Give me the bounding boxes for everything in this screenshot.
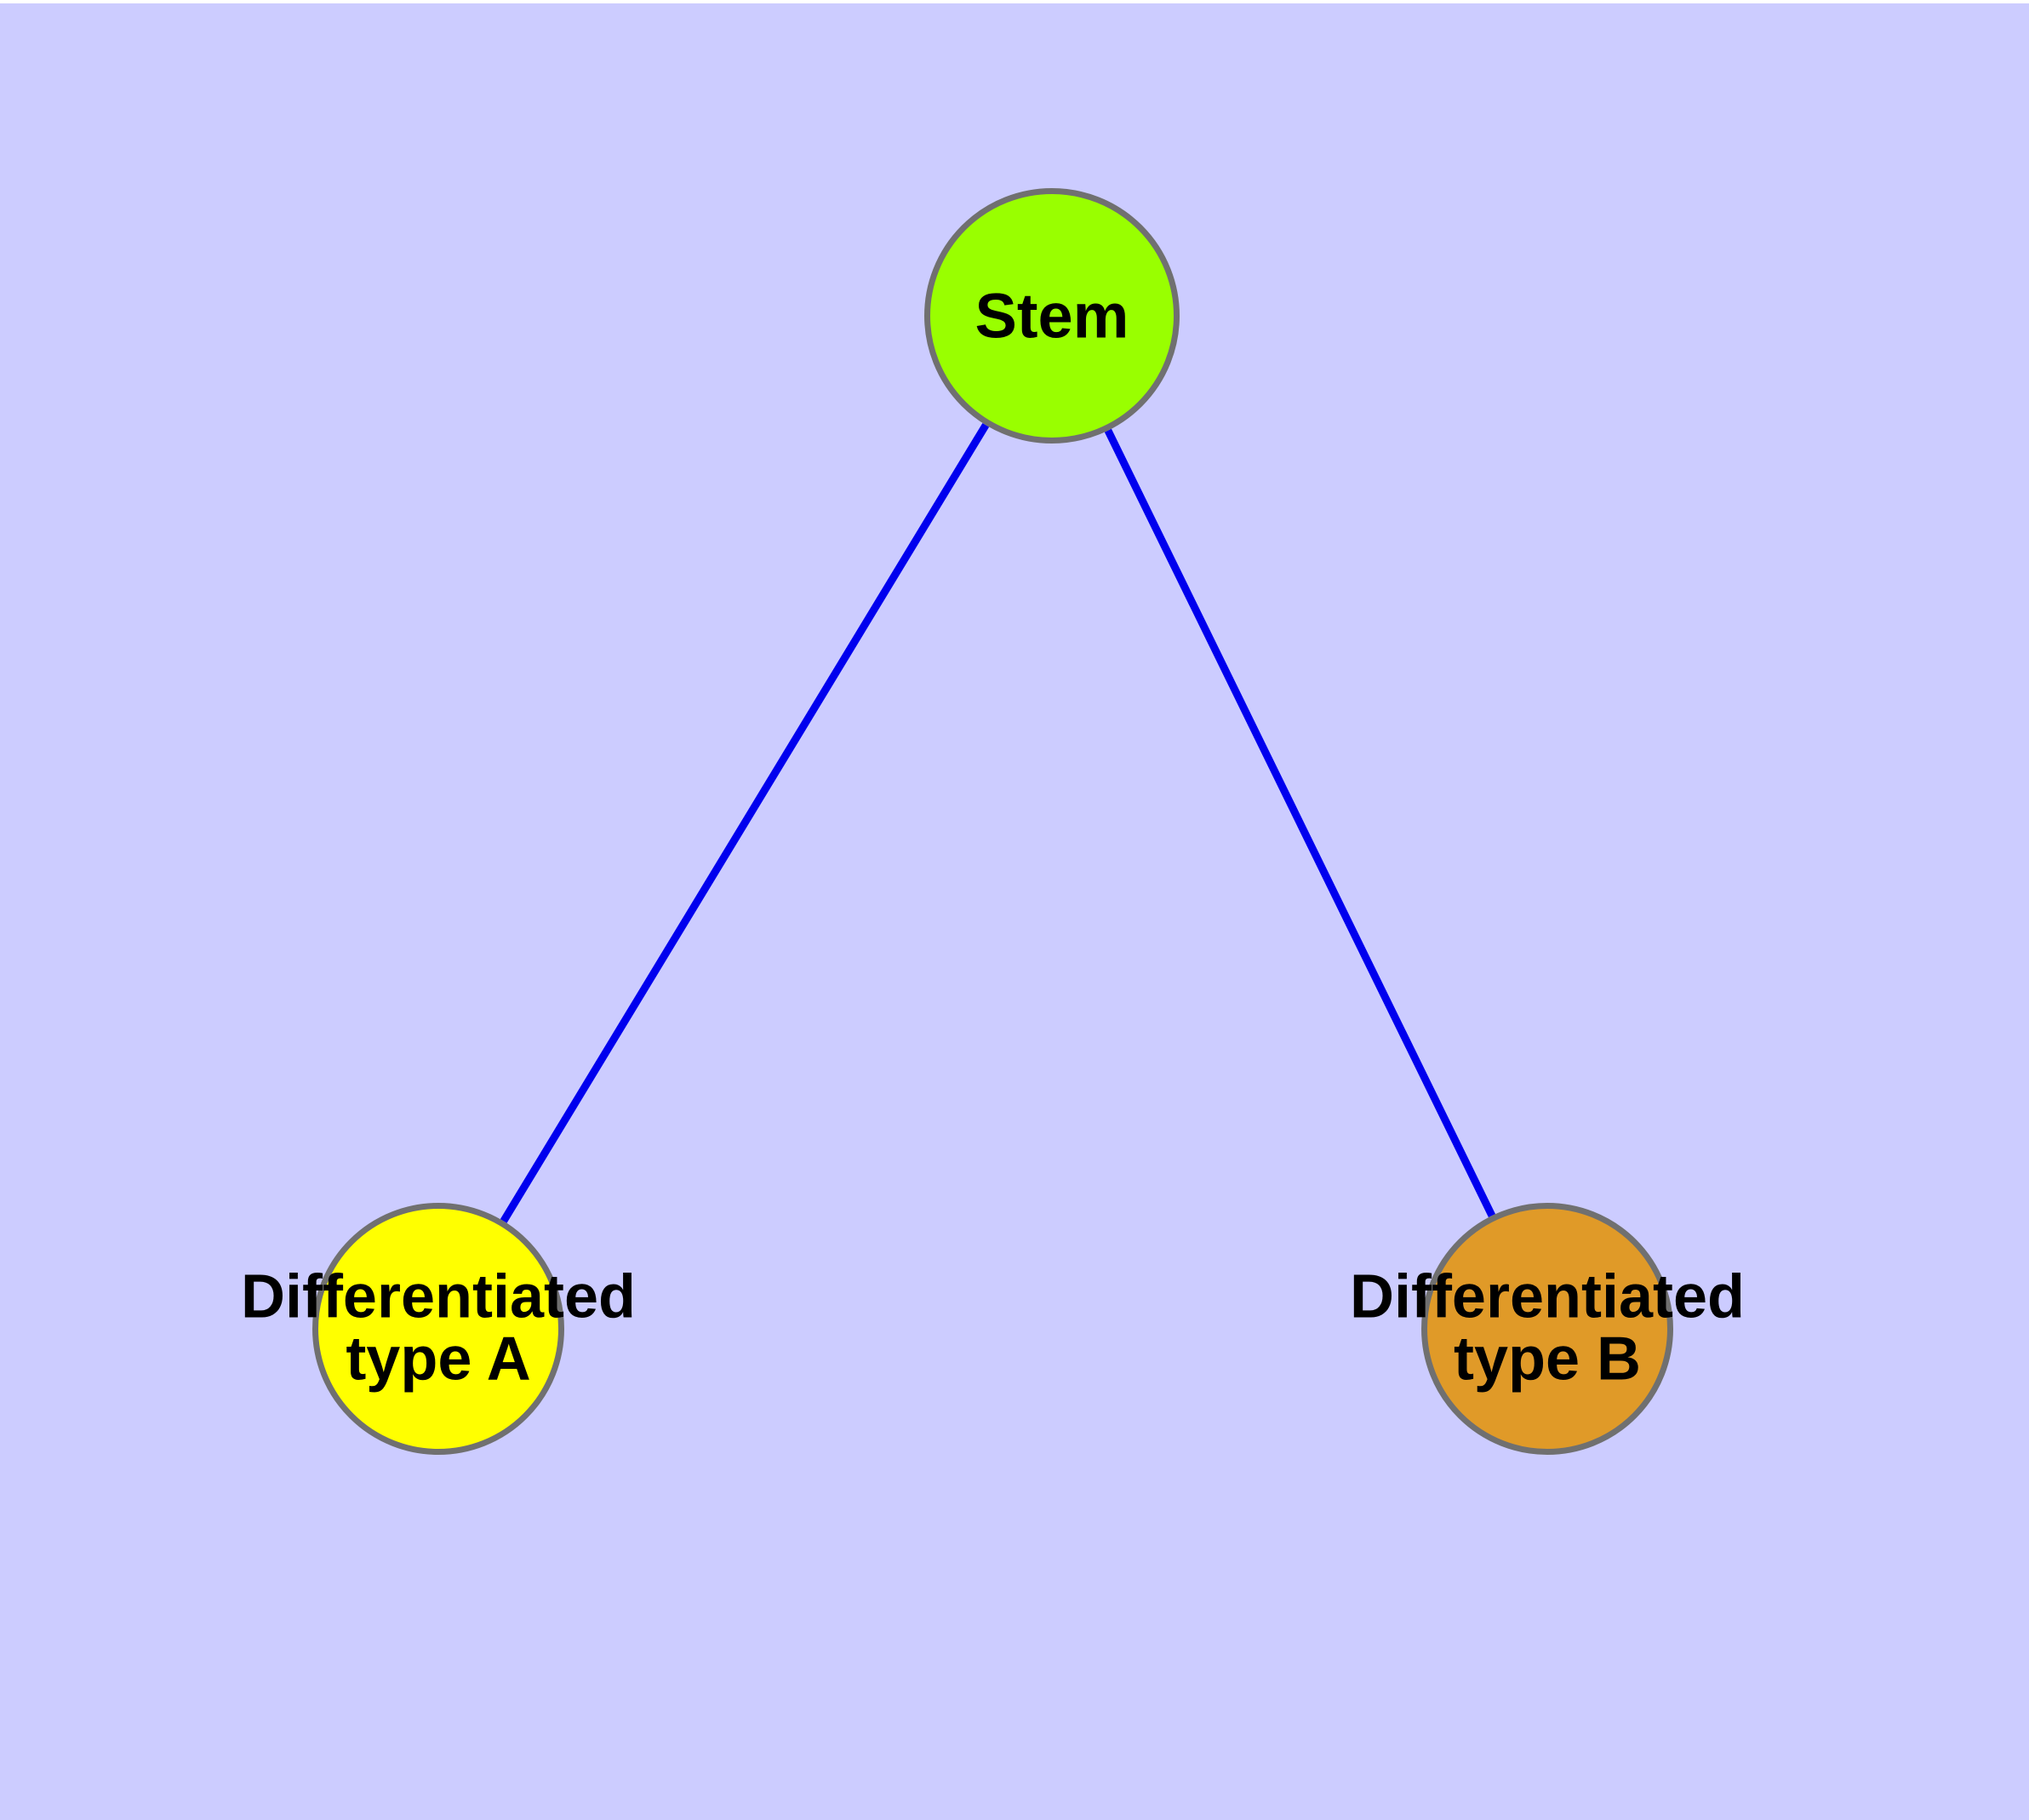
graph-edge <box>1104 428 1496 1218</box>
edges-layer <box>500 422 1496 1223</box>
graph-node-diff_a[interactable] <box>312 1203 564 1455</box>
nodes-layer <box>312 188 1673 1455</box>
graph-edge <box>500 422 990 1223</box>
graph-node-diff_b[interactable] <box>1421 1203 1673 1455</box>
graph-node-stem[interactable] <box>924 188 1180 444</box>
